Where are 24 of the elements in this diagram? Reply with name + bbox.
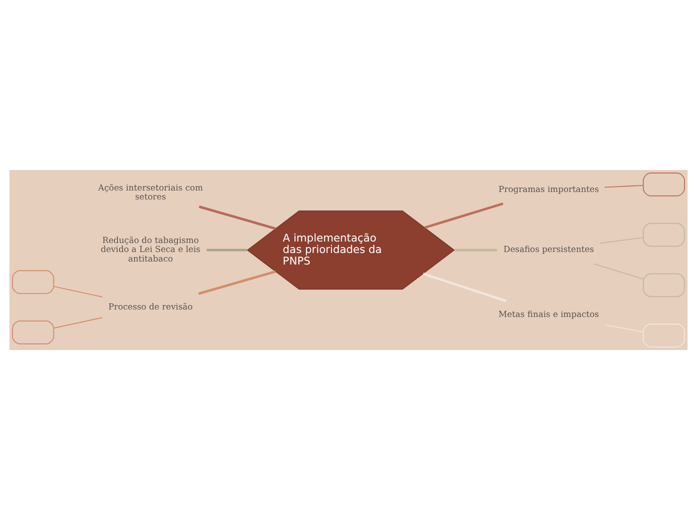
connector — [53, 286, 103, 298]
node-text: Programas importantes — [498, 184, 599, 194]
node-text: Metas finais e impactos — [498, 309, 599, 320]
connector — [454, 248, 498, 252]
node-box — [642, 222, 685, 247]
node-text: Ações intersetoriais com setores — [98, 182, 203, 202]
node-box — [642, 324, 685, 348]
node-box — [642, 273, 685, 298]
connector — [604, 324, 644, 332]
connector — [424, 202, 504, 229]
node-box — [12, 320, 54, 344]
node-text: Processo de revisão — [108, 301, 193, 312]
connector — [594, 263, 644, 280]
node-box — [12, 270, 54, 294]
node-box — [642, 172, 685, 196]
connector — [206, 248, 248, 252]
connector — [53, 317, 103, 329]
node-text: Desafios persistentes — [504, 244, 594, 254]
connector — [198, 270, 276, 295]
connector — [198, 205, 276, 230]
connector — [600, 237, 644, 244]
node-text: Redução do tabagismo devido a Lei Seca e leis antitabaco — [100, 235, 200, 264]
connector — [604, 184, 644, 188]
connector — [422, 272, 506, 302]
